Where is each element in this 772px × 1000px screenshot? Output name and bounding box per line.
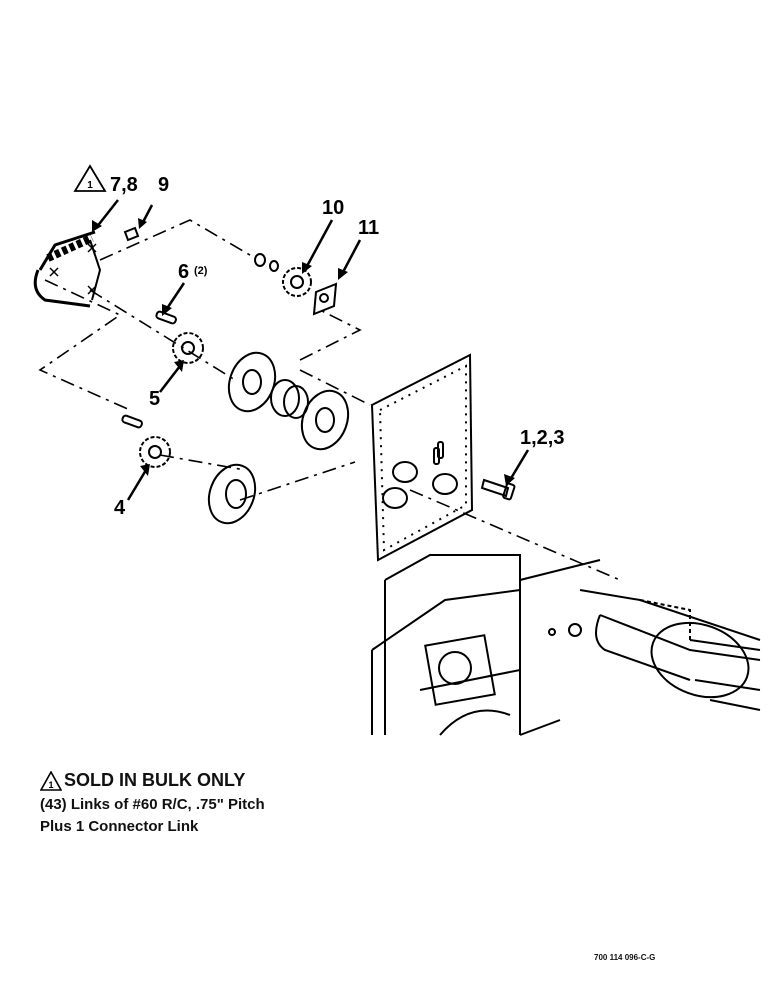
bulk-note-title: 1 SOLD IN BULK ONLY [40,770,245,791]
sprocket-5 [172,332,204,364]
lower-flange [207,463,257,525]
triangle-mark: 1 [87,180,93,191]
bulk-note-line-2: Plus 1 Connector Link [40,818,199,835]
leader-arrowheads [92,218,515,486]
shaft-keys [121,310,177,429]
caution-triangle-icon: 1 [40,770,62,791]
callout-5: 5 [149,388,160,410]
caution-triangle-icon: 1 [73,164,107,192]
callout-11: 11 [358,217,379,239]
leader-arrows [95,199,530,501]
callout-7-8: 7,8 [110,174,138,196]
callout-6: 6 [178,261,189,283]
upper-sprocket-group [254,253,338,316]
connector-link [123,226,140,242]
drawing-code: 700 114 096-C-G [594,953,656,962]
callout-6-qty: (2) [194,265,208,277]
carriage-bolt [480,478,516,501]
shaft-assembly [579,589,761,711]
roller-chain [33,230,102,308]
sprocket-4 [139,436,171,468]
upper-bearing-set [227,351,350,451]
machine-frame [371,554,601,736]
bulk-note-line-1: (43) Links of #60 R/C, .75" Pitch [40,796,265,813]
callout-9: 9 [158,174,169,196]
callout-10: 10 [322,197,344,219]
callout-1-2-3: 1,2,3 [520,427,564,449]
mounting-plate [370,353,474,562]
triangle-mark: 1 [48,780,53,790]
callout-4: 4 [114,497,126,519]
bulk-note-title-text: SOLD IN BULK ONLY [64,770,246,790]
assembly-lines [38,219,621,581]
